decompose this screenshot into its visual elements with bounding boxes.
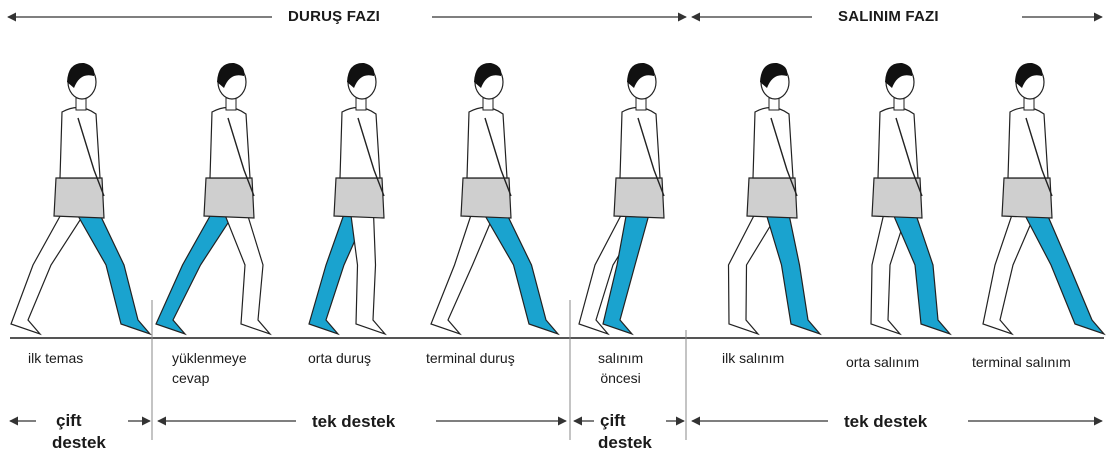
swing-phase-title: SALINIM FAZI xyxy=(832,8,945,25)
label-pre-swing-line2: öncesi xyxy=(598,368,643,388)
label-terminal-swing: terminal salınım xyxy=(972,352,1071,372)
double-support-2-label: çift destek xyxy=(598,410,652,454)
label-mid-swing: orta salınım xyxy=(846,352,919,372)
label-mid-stance: orta duruş xyxy=(308,348,371,368)
figure-mid-swing xyxy=(871,63,950,334)
shorts xyxy=(54,178,104,218)
figure-pre-swing xyxy=(579,63,664,334)
torso xyxy=(753,107,793,178)
label-terminal-swing-line1: terminal salınım xyxy=(972,354,1071,370)
torso xyxy=(620,107,660,178)
label-mid-stance-line1: orta duruş xyxy=(308,350,371,366)
shorts xyxy=(461,178,511,218)
label-pre-swing: salınım öncesi xyxy=(598,348,643,388)
double-support-2-line2: destek xyxy=(598,432,652,454)
leg-front xyxy=(476,200,558,334)
figure-terminal-swing xyxy=(983,63,1104,334)
shorts xyxy=(872,178,922,218)
shorts xyxy=(204,178,254,218)
label-initial-contact: ilk temas xyxy=(28,348,83,368)
leg-front xyxy=(219,200,270,334)
torso xyxy=(340,107,380,178)
walking-figures xyxy=(11,63,1104,334)
label-initial-swing-line1: ilk salınım xyxy=(722,350,784,366)
label-initial-swing: ilk salınım xyxy=(722,348,784,368)
figure-loading-response xyxy=(156,63,270,334)
shorts xyxy=(334,178,384,218)
figure-initial-swing xyxy=(729,63,821,334)
leg-front xyxy=(887,200,950,334)
double-support-1-label: çift destek xyxy=(52,410,106,454)
figure-terminal-stance xyxy=(431,63,558,334)
label-loading-response-line2: cevap xyxy=(172,368,247,388)
leg-front xyxy=(69,200,150,334)
double-support-1-line1: çift xyxy=(52,410,106,432)
shorts xyxy=(747,178,797,218)
label-terminal-stance: terminal duruş xyxy=(426,348,515,368)
figure-initial-contact xyxy=(11,63,150,334)
torso xyxy=(60,107,100,178)
shorts xyxy=(1002,178,1052,218)
single-support-2-label: tek destek xyxy=(838,411,933,433)
label-initial-contact-line1: ilk temas xyxy=(28,350,83,366)
leg-front xyxy=(349,200,385,334)
label-mid-swing-line1: orta salınım xyxy=(846,354,919,370)
double-support-1-line2: destek xyxy=(52,432,106,454)
stance-phase-title: DURUŞ FAZI xyxy=(282,8,386,25)
torso xyxy=(210,107,250,178)
label-loading-response: yüklenmeye cevap xyxy=(172,348,247,388)
label-pre-swing-line1: salınım xyxy=(598,348,643,368)
double-support-2-line1: çift xyxy=(598,410,652,432)
label-loading-response-line1: yüklenmeye xyxy=(172,348,247,368)
label-terminal-stance-line1: terminal duruş xyxy=(426,350,515,366)
torso xyxy=(1008,107,1048,178)
single-support-1-label: tek destek xyxy=(306,411,401,433)
leg-front xyxy=(1017,200,1104,334)
shorts xyxy=(614,178,664,218)
leg-front xyxy=(762,200,820,334)
torso xyxy=(467,107,507,178)
torso xyxy=(878,107,918,178)
figure-mid-stance xyxy=(309,63,385,334)
